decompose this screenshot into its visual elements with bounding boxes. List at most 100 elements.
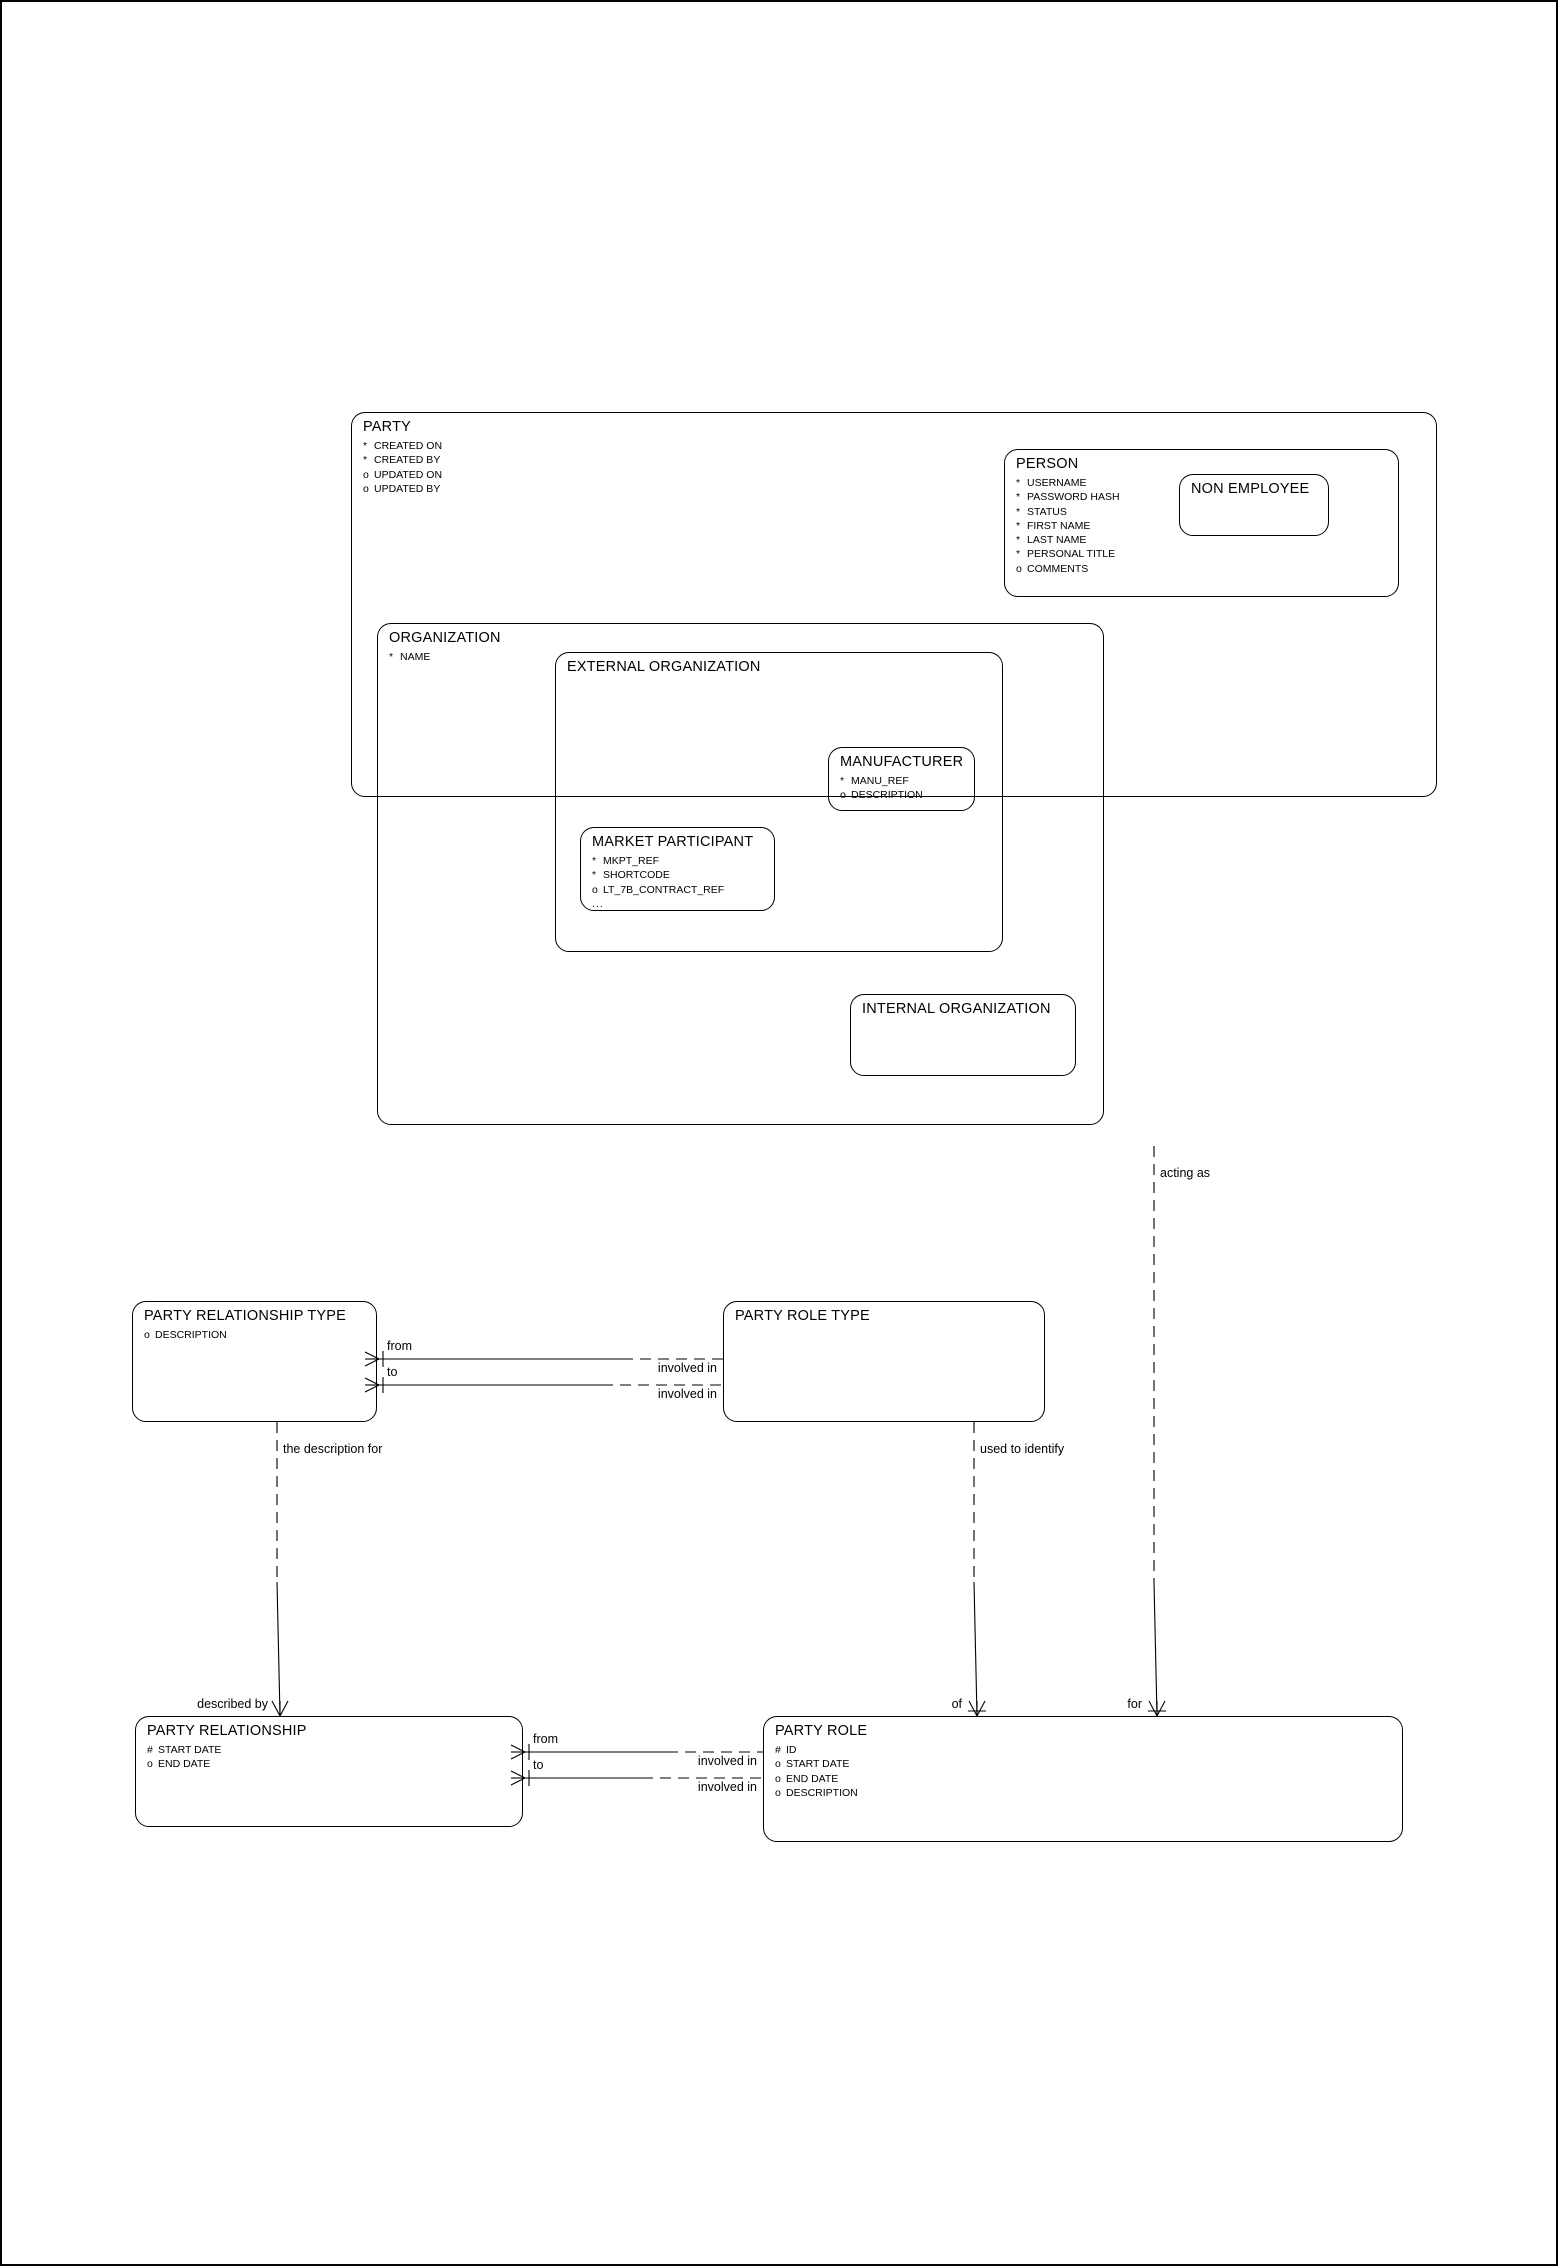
- entity-party-relationship-type-attributes: o DESCRIPTION: [144, 1328, 227, 1342]
- attr-label: MANU_REF: [851, 775, 909, 787]
- label-acting-as: acting as: [1160, 1166, 1210, 1180]
- attr-label: PASSWORD HASH: [1027, 491, 1120, 504]
- label-of: of: [952, 1697, 963, 1711]
- attr-marker: *: [1016, 534, 1021, 547]
- attr-label: STATUS: [1027, 505, 1067, 518]
- entity-party[interactable]: PARTY * CREATED ON * CREATED BY o UPDATED O…: [351, 412, 1437, 797]
- entity-market-participant-title: MARKET PARTICIPANT: [592, 834, 754, 850]
- attr-marker: o: [1016, 562, 1022, 575]
- attr-label: START DATE: [158, 1744, 222, 1756]
- relationship-pr-from-involved-in[interactable]: from involved in: [510, 1732, 763, 1768]
- entity-manufacturer-attributes: * MANU_REF o DESCRIPTION: [840, 774, 923, 803]
- label-described-by: described by: [197, 1697, 269, 1711]
- label-pr-involved-in-1: involved in: [698, 1754, 757, 1768]
- label-for: for: [1127, 1697, 1142, 1711]
- label-pr-from: from: [533, 1732, 558, 1746]
- attr-marker: *: [1016, 505, 1021, 518]
- entity-party-title: PARTY: [363, 419, 412, 435]
- attr-marker: *: [1016, 519, 1021, 532]
- label-used-to-identify: used to identify: [980, 1442, 1065, 1456]
- attr-label: MKPT_REF: [603, 855, 660, 867]
- attr-label: END DATE: [786, 1772, 839, 1785]
- attr-label: USERNAME: [1027, 477, 1087, 489]
- label-the-description-for: the description for: [283, 1442, 382, 1456]
- attr-label: SHORTCODE: [603, 869, 670, 882]
- relationship-description-for-described-by[interactable]: the description for described by: [197, 1422, 382, 1717]
- attr-marker: *: [389, 651, 394, 663]
- attributes-truncated-ellipsis: ...: [592, 897, 604, 910]
- entity-party-role-type[interactable]: PARTY ROLE TYPE: [723, 1301, 1045, 1422]
- attr-marker: *: [1016, 491, 1021, 504]
- entity-non-employee-title: NON EMPLOYEE: [1191, 481, 1310, 497]
- attr-label: LT_7B_CONTRACT_REF: [603, 883, 725, 896]
- entity-organization[interactable]: ORGANIZATION * NAME: [377, 623, 1104, 1125]
- attr-label: NAME: [400, 651, 431, 663]
- relationship-pr-to-involved-in[interactable]: to involved in: [510, 1758, 763, 1794]
- label-prt-to: to: [387, 1365, 397, 1379]
- attr-marker: o: [840, 789, 846, 802]
- entity-party-relationship-type-title: PARTY RELATIONSHIP TYPE: [144, 1308, 347, 1324]
- attr-marker: o: [147, 1758, 153, 1771]
- entity-person-attributes: * USERNAME * PASSWORD HASH * STATUS * FIRST …: [1016, 476, 1120, 576]
- entity-manufacturer[interactable]: MANUFACTURER * MANU_REF o DESCRIPTION: [828, 747, 975, 811]
- attr-marker: o: [144, 1329, 150, 1341]
- attr-label: DESCRIPTION: [851, 789, 923, 802]
- entity-party-relationship-type[interactable]: PARTY RELATIONSHIP TYPE o DESCRIPTION: [132, 1301, 377, 1422]
- attr-label: DESCRIPTION: [786, 1786, 858, 1799]
- attr-marker: *: [363, 440, 368, 452]
- entity-internal-organization[interactable]: INTERNAL ORGANIZATION: [850, 994, 1076, 1076]
- attr-marker: o: [363, 468, 369, 481]
- attr-label: LAST NAME: [1027, 534, 1087, 547]
- attr-marker: o: [775, 1786, 781, 1799]
- attr-label: ID: [786, 1744, 797, 1756]
- entity-organization-attributes: * NAME: [389, 650, 430, 664]
- attr-marker: #: [775, 1744, 781, 1756]
- attr-label: START DATE: [786, 1758, 850, 1771]
- entity-party-relationship-title: PARTY RELATIONSHIP: [147, 1723, 307, 1739]
- label-pr-involved-in-2: involved in: [698, 1780, 757, 1794]
- entity-person-title: PERSON: [1016, 456, 1079, 472]
- entity-organization-title: ORGANIZATION: [389, 630, 501, 646]
- attr-marker: *: [840, 775, 845, 787]
- attr-marker: o: [592, 883, 598, 896]
- attr-label: CREATED BY: [374, 454, 441, 467]
- attr-label: FIRST NAME: [1027, 519, 1091, 532]
- attr-marker: o: [775, 1758, 781, 1771]
- attr-marker: #: [147, 1744, 153, 1756]
- attr-marker: *: [592, 869, 597, 882]
- label-prt-involved-in-1: involved in: [658, 1361, 717, 1375]
- relationship-prt-from-involved-in[interactable]: from involved in: [364, 1339, 723, 1375]
- attr-label: CREATED ON: [374, 440, 443, 452]
- label-prt-from: from: [387, 1339, 412, 1353]
- relationship-used-to-identify-of[interactable]: used to identify of: [952, 1422, 1065, 1717]
- entity-external-organization-title: EXTERNAL ORGANIZATION: [567, 659, 761, 675]
- entity-external-organization[interactable]: EXTERNAL ORGANIZATION: [555, 652, 1003, 952]
- relationship-prt-to-involved-in[interactable]: to involved in: [364, 1365, 723, 1401]
- entity-non-employee[interactable]: NON EMPLOYEE: [1179, 474, 1329, 536]
- label-prt-involved-in-2: involved in: [658, 1387, 717, 1401]
- entity-manufacturer-title: MANUFACTURER: [840, 754, 964, 770]
- attr-label: DESCRIPTION: [155, 1329, 227, 1341]
- relationship-acting-as-for[interactable]: acting as for: [1127, 1146, 1210, 1717]
- attr-marker: o: [775, 1772, 781, 1785]
- entity-person[interactable]: PERSON * USERNAME * PASSWORD HASH * STATUS …: [1004, 449, 1399, 597]
- attr-marker: *: [592, 855, 597, 867]
- entity-party-role-type-title: PARTY ROLE TYPE: [735, 1308, 870, 1324]
- label-pr-to: to: [533, 1758, 543, 1772]
- attr-label: UPDATED ON: [374, 468, 443, 481]
- entity-market-participant-attributes: * MKPT_REF * SHORTCODE o LT_7B_CONTRACT_REF…: [592, 854, 724, 911]
- entity-market-participant[interactable]: MARKET PARTICIPANT * MKPT_REF * SHORTCODE …: [580, 827, 775, 911]
- attr-marker: *: [1016, 477, 1021, 489]
- attr-label: UPDATED BY: [374, 482, 441, 495]
- attr-marker: *: [363, 454, 368, 467]
- attr-label: PERSONAL TITLE: [1027, 548, 1116, 561]
- attr-marker: o: [363, 482, 369, 495]
- entity-party-role-title: PARTY ROLE: [775, 1723, 868, 1739]
- attr-label: COMMENTS: [1027, 562, 1089, 575]
